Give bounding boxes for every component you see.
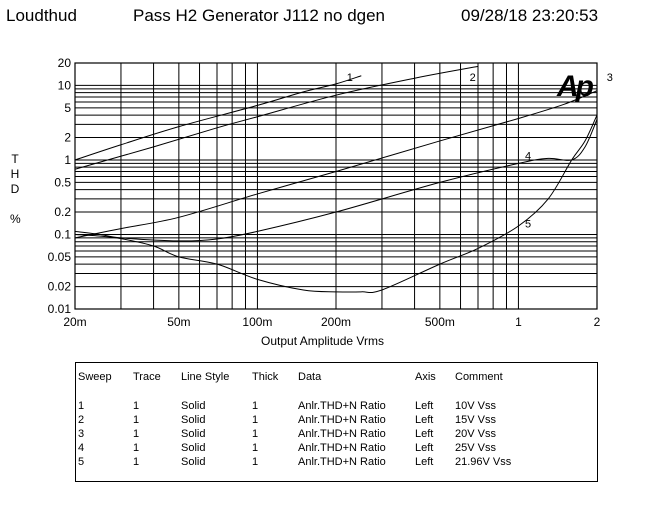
x-tick-label: 2 (594, 315, 601, 329)
y-axis-title-char: % (10, 212, 21, 226)
x-tick-label: 20m (63, 315, 86, 329)
legend-cell: Solid (181, 442, 206, 454)
legend-cell: Anlr.THD+N Ratio (298, 456, 386, 468)
legend-cell: 1 (133, 428, 140, 440)
legend-cell: 25V Vss (455, 442, 496, 454)
y-tick-label: 20 (58, 56, 72, 70)
series-line-5 (74, 114, 598, 294)
legend-cell: Left (415, 442, 434, 454)
legend-cell: Left (415, 456, 434, 468)
curve-label-1: 1 (347, 72, 353, 84)
legend-cell: Anlr.THD+N Ratio (298, 414, 386, 426)
x-tick-label: 200m (321, 315, 351, 329)
y-tick-label: 0.01 (48, 302, 72, 316)
curve-label-2: 2 (470, 72, 476, 84)
legend-row: 5 1 Solid 1 Anlr.THD+N Ratio Left 21.96V Vss (76, 456, 597, 470)
legend-cell: Solid (181, 428, 206, 440)
curve-label-4: 4 (525, 150, 531, 162)
legend-cell: Left (415, 414, 434, 426)
legend-row: 1 1 Solid 1 Anlr.THD+N Ratio Left 10V Vss (76, 400, 597, 414)
legend-cell: 21.96V Vss (455, 456, 512, 468)
legend-cell: Anlr.THD+N Ratio (298, 400, 386, 412)
legend-cell: Anlr.THD+N Ratio (298, 442, 386, 454)
legend-cell: 1 (252, 414, 259, 426)
curve-label-3: 3 (607, 72, 613, 84)
legend-header-row: Sweep Trace Line Style Thick Data Axis Comment (76, 371, 597, 385)
legend-cell: 15V Vss (455, 414, 496, 426)
legend-cell: 1 (133, 414, 140, 426)
header-left-text: Loudthud (6, 6, 77, 25)
legend-row: 3 1 Solid 1 Anlr.THD+N Ratio Left 20V Vss (76, 428, 597, 442)
legend-cell: 20V Vss (455, 428, 496, 440)
legend-cell: Line Style (181, 371, 230, 383)
legend-cell: Left (415, 400, 434, 412)
y-tick-label: 0.05 (48, 250, 72, 264)
y-tick-label: 0.2 (54, 205, 71, 219)
chart-title: Pass H2 Generator J112 no dgen (133, 6, 386, 25)
ap-logo: Ap (556, 70, 594, 103)
legend-cell: 1 (252, 400, 259, 412)
legend-cell: 1 (133, 400, 140, 412)
series-line-3 (74, 90, 598, 239)
curve-label-5: 5 (525, 219, 531, 231)
x-axis-title: Output Amplitude Vrms (261, 334, 384, 348)
series-line-2 (74, 65, 479, 170)
plot-frame (74, 62, 598, 310)
legend-cell: Axis (415, 371, 436, 383)
legend-row: 4 1 Solid 1 Anlr.THD+N Ratio Left 25V Vss (76, 442, 597, 456)
y-axis-title-char: T (11, 152, 19, 166)
legend-row: 2 1 Solid 1 Anlr.THD+N Ratio Left 15V Vss (76, 414, 597, 428)
legend-cell: 1 (78, 400, 85, 412)
header-datetime: 09/28/18 23:20:53 (461, 6, 599, 25)
y-tick-label: 0.1 (54, 227, 71, 241)
legend-cell: Solid (181, 456, 206, 468)
y-tick-label: 1 (64, 153, 71, 167)
y-axis-title-char: H (10, 167, 20, 181)
legend-cell: 3 (78, 428, 85, 440)
legend-cell: Solid (181, 414, 206, 426)
legend-cell: Solid (181, 400, 206, 412)
legend-cell: Trace (133, 371, 161, 383)
series-line-1 (74, 75, 362, 161)
y-tick-label: 10 (58, 78, 72, 92)
y-tick-label: 0.02 (48, 280, 72, 294)
legend-cell: 2 (78, 414, 85, 426)
legend-cell: 10V Vss (455, 400, 496, 412)
y-tick-label: 0.5 (54, 175, 71, 189)
legend-cell: Thick (252, 371, 279, 383)
legend-cell: 1 (133, 442, 140, 454)
legend-table: Sweep Trace Line Style Thick Data Axis Comment… (75, 362, 598, 482)
legend-cell: Anlr.THD+N Ratio (298, 428, 386, 440)
x-tick-label: 1 (515, 315, 522, 329)
legend-cell: 1 (252, 456, 259, 468)
y-tick-label: 2 (64, 131, 71, 145)
legend-cell: Left (415, 428, 434, 440)
legend-cell: 5 (78, 456, 85, 468)
x-tick-label: 50m (167, 315, 190, 329)
legend-cell: 4 (78, 442, 85, 454)
y-tick-label: 5 (64, 101, 71, 115)
legend-cell: Data (298, 371, 322, 383)
x-tick-label: 500m (425, 315, 455, 329)
legend-cell: Comment (455, 371, 503, 383)
legend-cell: 1 (252, 428, 259, 440)
legend-cell: 1 (252, 442, 259, 454)
legend-cell: Sweep (78, 371, 112, 383)
y-axis-title-char: D (10, 182, 20, 196)
legend-cell: 1 (133, 456, 140, 468)
x-tick-label: 100m (242, 315, 272, 329)
